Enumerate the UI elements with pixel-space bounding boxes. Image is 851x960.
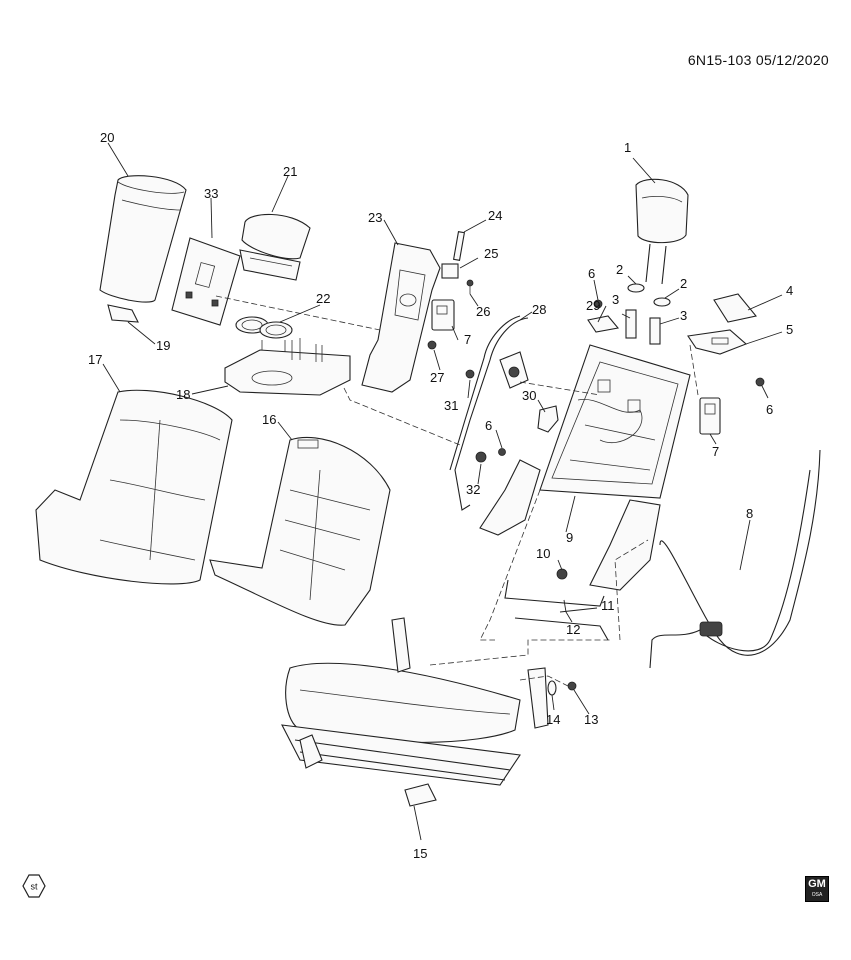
callout-14: 14 xyxy=(546,712,560,727)
part-18-armrest-base xyxy=(224,338,351,396)
assembly-lines xyxy=(215,295,699,687)
part-32-bolt xyxy=(475,451,487,463)
part-25-bracket xyxy=(441,263,459,279)
part-20-back-pad xyxy=(99,175,187,303)
callout-1: 1 xyxy=(624,140,631,155)
callout-8: 8 xyxy=(746,506,753,521)
part-33-panel xyxy=(171,237,241,326)
part-23-latch-bracket xyxy=(361,242,441,393)
callout-22: 22 xyxy=(316,291,330,306)
part-26-bolt xyxy=(466,279,474,294)
part-1-headrest xyxy=(635,178,689,285)
callout-numbers: 1 2 2 3 3 4 5 6 6 6 7 7 8 9 10 11 12 13 … xyxy=(88,130,793,861)
callout-2-right: 2 xyxy=(680,276,687,291)
part-7-latch-left xyxy=(431,299,455,331)
part-7-latch-right xyxy=(699,397,721,435)
callout-21: 21 xyxy=(283,164,297,179)
callout-17: 17 xyxy=(88,352,102,367)
part-11-rod xyxy=(504,579,605,607)
part-31-bolt xyxy=(465,369,475,379)
part-9-seat-back-frame xyxy=(479,344,691,591)
part-14-washer xyxy=(547,680,557,696)
callout-29: 29 xyxy=(586,298,600,313)
part-5-trim-bracket xyxy=(687,329,748,355)
callout-3-left: 3 xyxy=(612,292,619,307)
gm-logo: GM OSA xyxy=(805,876,829,902)
seat-cushion-assembly xyxy=(281,617,549,786)
part-28-seat-belt xyxy=(449,315,529,511)
part-21-armrest-top xyxy=(239,213,311,281)
callout-4: 4 xyxy=(786,283,793,298)
callout-26: 26 xyxy=(476,304,490,319)
part-24-pin xyxy=(452,231,466,261)
part-29-plate xyxy=(587,315,620,333)
part-2-guide xyxy=(627,283,671,307)
callout-7-left: 7 xyxy=(464,332,471,347)
leader-lines xyxy=(102,142,783,841)
part-27-bolt xyxy=(427,340,437,350)
callout-6-top: 6 xyxy=(588,266,595,281)
diagram-date: 05/12/2020 xyxy=(755,52,829,68)
callout-7-right: 7 xyxy=(712,444,719,459)
st-badge-label: st xyxy=(30,882,38,892)
callout-30: 30 xyxy=(522,388,536,403)
part-12-rod xyxy=(514,617,609,641)
part-19-pad xyxy=(107,304,139,323)
callout-32: 32 xyxy=(466,482,480,497)
callout-2-left: 2 xyxy=(616,262,623,277)
part-10-nut xyxy=(556,568,568,580)
callout-6-right: 6 xyxy=(766,402,773,417)
st-badge-icon: st xyxy=(22,874,46,898)
part-15-track xyxy=(299,734,437,807)
callout-13: 13 xyxy=(584,712,598,727)
callout-12: 12 xyxy=(566,622,580,637)
callout-10: 10 xyxy=(536,546,550,561)
callout-20: 20 xyxy=(100,130,114,145)
callout-16: 16 xyxy=(262,412,276,427)
callout-23: 23 xyxy=(368,210,382,225)
callout-9: 9 xyxy=(566,530,573,545)
callout-18: 18 xyxy=(176,387,190,402)
callout-15: 15 xyxy=(413,846,427,861)
diagram-code-id: 6N15-103 xyxy=(687,52,752,68)
part-6-bolt-center xyxy=(498,448,506,456)
part-8-cable xyxy=(649,449,821,669)
part-4-trim xyxy=(713,293,757,323)
part-30-bracket xyxy=(537,405,559,433)
part-17-seat-back-cushion xyxy=(35,389,233,585)
part-3-guide-sleeve xyxy=(625,309,661,345)
callout-33: 33 xyxy=(204,186,218,201)
callout-28: 28 xyxy=(532,302,546,317)
callout-31: 31 xyxy=(444,398,458,413)
diagram-code: 6N15-103 05/12/2020 xyxy=(688,52,829,68)
callout-5: 5 xyxy=(786,322,793,337)
part-6-bolt-right xyxy=(755,377,765,387)
callout-6-center: 6 xyxy=(485,418,492,433)
part-16-seat-back-pad xyxy=(209,436,391,626)
callout-19: 19 xyxy=(156,338,170,353)
callout-3-right: 3 xyxy=(680,308,687,323)
callout-11: 11 xyxy=(601,598,615,613)
callout-27: 27 xyxy=(430,370,444,385)
gm-logo-text: GM xyxy=(808,878,826,890)
callout-25: 25 xyxy=(484,246,498,261)
gm-logo-subtext: OSA xyxy=(811,892,823,898)
callout-24: 24 xyxy=(488,208,502,223)
part-13-bolt xyxy=(567,681,577,691)
